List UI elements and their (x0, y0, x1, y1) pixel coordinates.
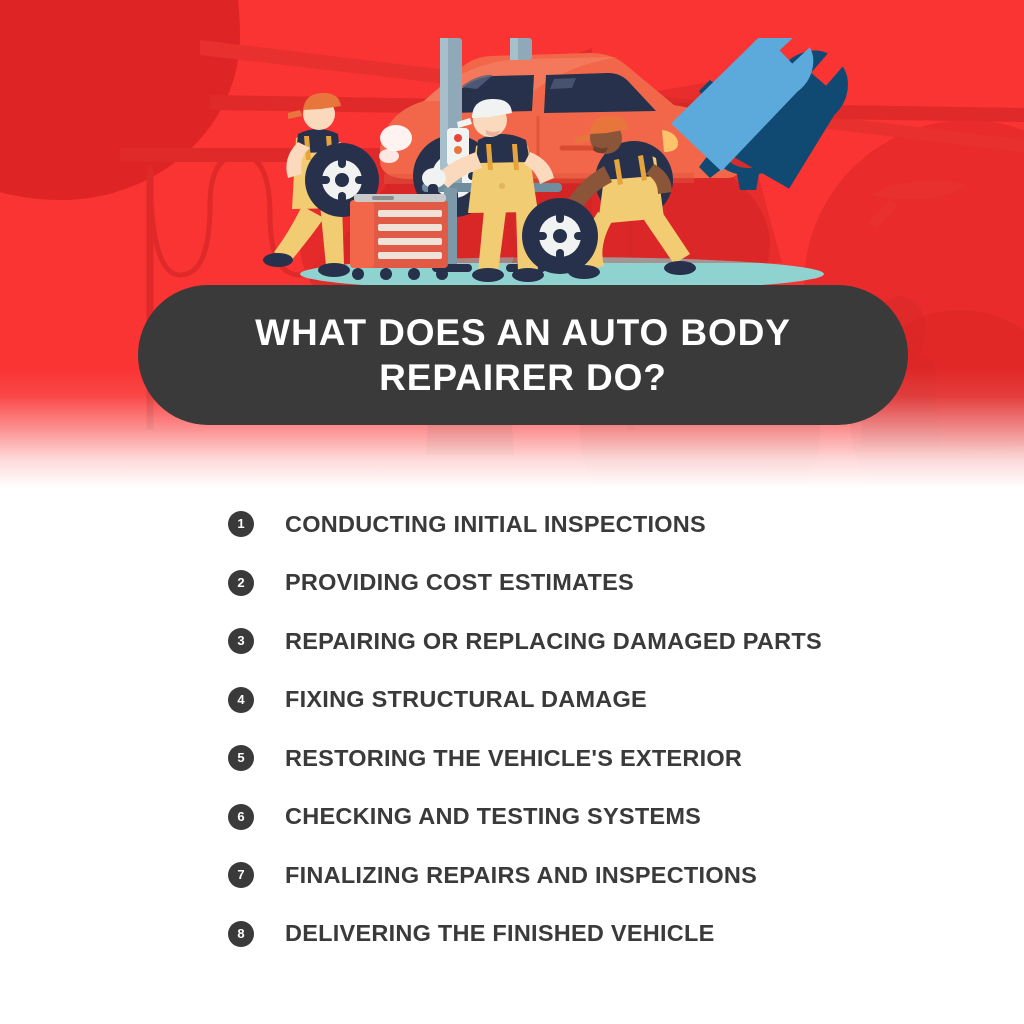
wrench-dark-icon (713, 50, 848, 189)
title-pill: WHAT DOES AN AUTO BODY REPAIRER DO? (138, 285, 908, 425)
wrench-blue-icon (671, 38, 814, 172)
list-item: 7 FINALIZING REPAIRS AND INSPECTIONS (0, 846, 1024, 905)
list-item-label: DELIVERING THE FINISHED VEHICLE (285, 920, 715, 947)
list-item-label: FINALIZING REPAIRS AND INSPECTIONS (285, 861, 757, 888)
list-item-number-badge: 6 (228, 803, 254, 830)
car-taillight (662, 130, 679, 152)
list-item: 1 CONDUCTING INITIAL INSPECTIONS (0, 495, 1024, 554)
list-item-label: CONDUCTING INITIAL INSPECTIONS (285, 510, 706, 537)
list-item: 6 CHECKING AND TESTING SYSTEMS (0, 788, 1024, 847)
arm-left (286, 142, 310, 178)
list-item: 4 FIXING STRUCTURAL DAMAGE (0, 671, 1024, 730)
tire-rolled (522, 198, 598, 274)
arm-tool (436, 152, 482, 188)
list-item-number-badge: 2 (228, 569, 254, 596)
list-item-number-badge: 7 (228, 862, 254, 889)
list-item-number-badge: 1 (228, 511, 254, 538)
hero-banner (0, 0, 1024, 500)
car-headlight (380, 125, 412, 151)
list-item-number-badge: 3 (228, 628, 254, 655)
list-item-label: REPAIRING OR REPLACING DAMAGED PARTS (285, 627, 822, 654)
cap-white (472, 98, 512, 118)
list-item-number-badge: 8 (228, 920, 254, 947)
list-item-label: PROVIDING COST ESTIMATES (285, 569, 634, 596)
list-item-label: CHECKING AND TESTING SYSTEMS (285, 803, 702, 830)
list-item: 2 PROVIDING COST ESTIMATES (0, 554, 1024, 613)
shoe-front (318, 263, 350, 277)
page-title-line-1: WHAT DOES AN AUTO BODY (255, 311, 791, 353)
list-item-number-badge: 4 (228, 686, 254, 713)
cap (303, 92, 341, 110)
auto-repair-illustration (263, 38, 848, 290)
page-title: WHAT DOES AN AUTO BODY REPAIRER DO? (215, 310, 831, 400)
list-item: 8 DELIVERING THE FINISHED VEHICLE (0, 905, 1024, 964)
list-item-label: FIXING STRUCTURAL DAMAGE (285, 686, 647, 713)
responsibilities-list: 1 CONDUCTING INITIAL INSPECTIONS 2 PROVI… (0, 495, 1024, 963)
gear-and-wrenches-icon (671, 38, 848, 190)
tool-cabinet (350, 194, 448, 280)
list-item-label: RESTORING THE VEHICLE'S EXTERIOR (285, 744, 743, 771)
list-item: 3 REPAIRING OR REPLACING DAMAGED PARTS (0, 612, 1024, 671)
list-item: 5 RESTORING THE VEHICLE'S EXTERIOR (0, 729, 1024, 788)
shoe-back (263, 253, 293, 267)
page-title-line-2: REPAIRER DO? (379, 357, 667, 398)
list-item-number-badge: 5 (228, 745, 254, 772)
